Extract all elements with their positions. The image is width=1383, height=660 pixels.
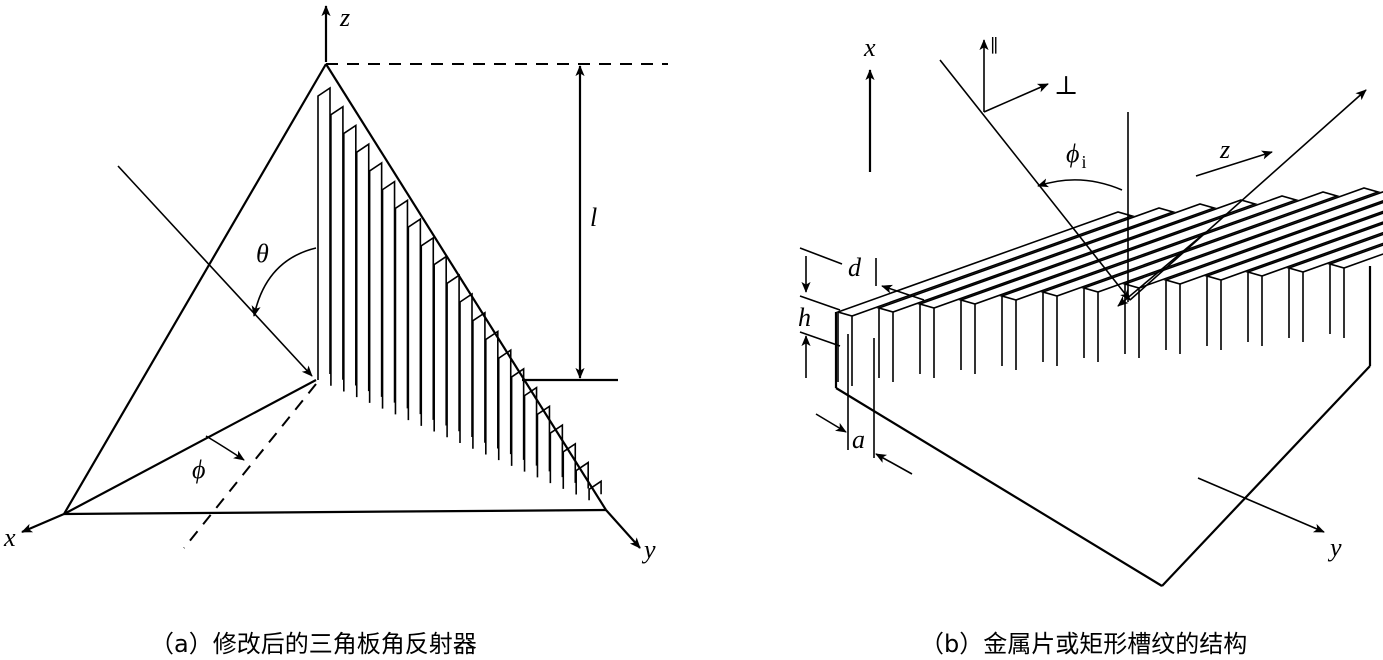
- z-axis-arrow-b: [1195, 150, 1273, 177]
- ridge: [1081, 187, 1381, 362]
- ridge: [1245, 222, 1383, 346]
- ridge: [1327, 244, 1383, 338]
- ridge: [835, 211, 1135, 386]
- d-dimension-arrow: [881, 284, 925, 301]
- reflector-plate: [317, 86, 331, 380]
- reflector-plate: [523, 386, 538, 472]
- perp-pol-arrow: [983, 83, 1049, 113]
- reflector-plate: [472, 311, 486, 449]
- triangle-edge-right: [325, 63, 607, 511]
- perp-pol-label: ⊥: [1054, 71, 1078, 100]
- incident-ray-b: [939, 59, 1131, 301]
- x-base-edge: [63, 379, 317, 515]
- theta-label: θ: [256, 239, 269, 268]
- theta-arc: [251, 247, 317, 317]
- phi-i-arc: [1037, 178, 1123, 191]
- caption-b: （b）金属片或矩形槽纹的结构: [920, 630, 1247, 658]
- reflector-plate: [485, 329, 499, 455]
- ridge: [1040, 191, 1340, 366]
- dim-d-label: d: [848, 253, 862, 282]
- reflector-plate: [368, 161, 383, 403]
- reflector-plate: [575, 461, 589, 495]
- ridge: [1204, 212, 1383, 350]
- x-axis-label-b: x: [863, 33, 876, 62]
- y-axis-label-b: y: [1327, 533, 1342, 562]
- reflector-plate: [536, 404, 551, 478]
- caption-a: （a）修改后的三角板角反射器: [150, 630, 477, 658]
- z-axis-label-b: z: [1219, 135, 1230, 164]
- reflector-plate: [381, 180, 396, 409]
- d-left-tick: [799, 247, 843, 265]
- ridge: [999, 195, 1299, 370]
- reflector-plate: [549, 423, 564, 484]
- reflector-plate: [510, 367, 525, 466]
- projection-dashed-line: [183, 383, 317, 549]
- z-axis-label: z: [339, 3, 350, 32]
- a-right-arrow: [875, 453, 913, 475]
- block-front-bottom: [835, 387, 1163, 587]
- reflector-plate: [562, 442, 577, 489]
- reflector-plate: [497, 348, 512, 461]
- ridge: [1286, 233, 1383, 342]
- reflected-ray: [1129, 89, 1367, 301]
- x-axis-label: x: [3, 523, 16, 552]
- ridge: [1163, 201, 1383, 354]
- a-left-arrow: [815, 413, 847, 433]
- figure-b-corrugated-surface: [799, 39, 1383, 587]
- block-side-bottom: [1161, 365, 1371, 587]
- length-l-label: l: [590, 203, 597, 232]
- reflector-plate: [588, 479, 602, 501]
- dim-h-label: h: [798, 303, 811, 332]
- reflector-plate: [330, 105, 344, 386]
- reflector-plate: [459, 292, 473, 443]
- reflector-plate: [407, 217, 422, 421]
- y-axis-label: y: [641, 535, 656, 564]
- x-axis-arrow: [21, 512, 65, 534]
- reflector-plate: [433, 255, 447, 432]
- reflector-plate: [343, 123, 357, 392]
- parallel-pol-label: ∥: [990, 36, 998, 56]
- ridge: [958, 199, 1258, 374]
- reflector-plates: [317, 86, 602, 501]
- h-bottom-tick: [799, 331, 841, 347]
- triangle-edge-left: [63, 63, 327, 515]
- reflector-plate: [394, 198, 409, 415]
- y-axis-arrow-b: [1197, 477, 1325, 533]
- ridge: [1122, 191, 1383, 358]
- incident-ray: [117, 165, 313, 377]
- triangle-edge-bottom: [63, 508, 607, 516]
- dim-a-label: a: [852, 425, 865, 454]
- phi-arc: [205, 435, 245, 461]
- ridge: [876, 207, 1176, 382]
- y-axis-arrow: [605, 509, 641, 549]
- figure-a-corner-reflector: [21, 5, 668, 549]
- ridge: [917, 203, 1217, 378]
- reflector-plate: [355, 142, 370, 398]
- h-top-tick: [799, 295, 841, 311]
- phi-label: ϕ: [192, 455, 205, 484]
- corrugation-ridges: [835, 187, 1383, 386]
- reflector-plate: [420, 236, 435, 426]
- reflector-plate: [446, 273, 460, 438]
